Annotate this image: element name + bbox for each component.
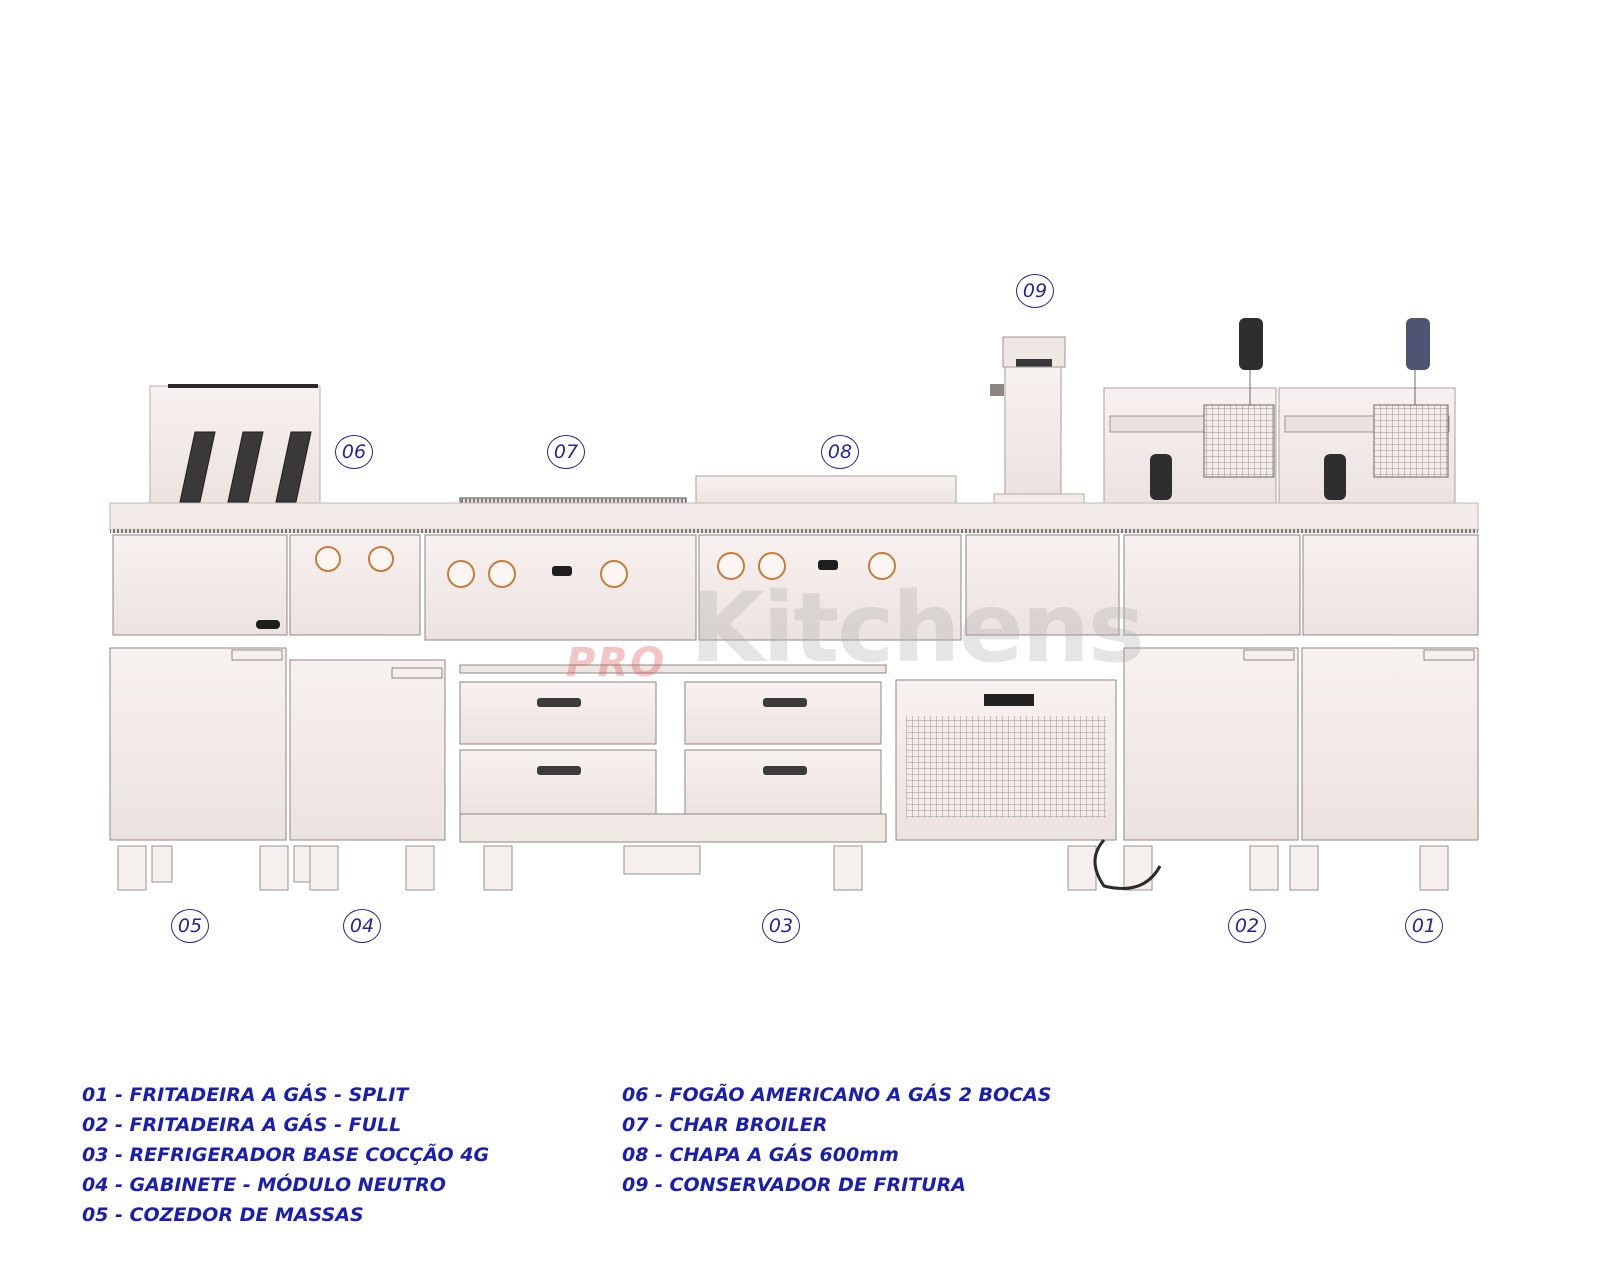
legend-item-08: 08 - CHAPA A GÁS 600mm xyxy=(622,1144,899,1166)
legend-item-09: 09 - CONSERVADOR DE FRITURA xyxy=(622,1174,966,1196)
legend-right: 06 - FOGÃO AMERICANO A GÁS 2 BOCAS 07 - … xyxy=(622,1080,1052,1200)
legend-item-04: 04 - GABINETE - MÓDULO NEUTRO xyxy=(82,1174,446,1196)
callout-04: 04 xyxy=(343,909,381,943)
cabinet-handles xyxy=(231,649,1475,679)
legend-item-07: 07 - CHAR BROILER xyxy=(622,1114,828,1136)
pasta-cooker-05 xyxy=(149,384,321,505)
control-panels xyxy=(112,534,1479,641)
callout-09: 09 xyxy=(1016,274,1054,308)
legend-item-02: 02 - FRITADEIRA A GÁS - FULL xyxy=(82,1114,402,1136)
legs xyxy=(117,845,1449,891)
refrigerator-drawers xyxy=(459,664,887,843)
legend-item-06: 06 - FOGÃO AMERICANO A GÁS 2 BOCAS xyxy=(622,1084,1052,1106)
knobs xyxy=(315,546,896,588)
callout-01: 01 xyxy=(1405,909,1443,943)
callout-06: 06 xyxy=(335,435,373,469)
counter-top xyxy=(109,502,1479,530)
callout-05: 05 xyxy=(171,909,209,943)
legend-item-01: 01 - FRITADEIRA A GÁS - SPLIT xyxy=(82,1084,409,1106)
lower-cabinets xyxy=(109,647,1479,841)
callout-02: 02 xyxy=(1228,909,1266,943)
griddle-splash xyxy=(695,475,957,507)
fry-holding-station xyxy=(990,336,1085,505)
legend-item-03: 03 - REFRIGERADOR BASE COCÇÃO 4G xyxy=(82,1144,490,1166)
callout-07: 07 xyxy=(547,435,585,469)
watermark-pro: PRO xyxy=(566,640,667,686)
callout-08: 08 xyxy=(821,435,859,469)
watermark-kitchens: Kitchens xyxy=(690,572,1145,684)
callout-03: 03 xyxy=(762,909,800,943)
fryers-top xyxy=(1103,318,1456,505)
legend-left: 01 - FRITADEIRA A GÁS - SPLIT 02 - FRITA… xyxy=(82,1080,489,1230)
legend-item-05: 05 - COZEDOR DE MASSAS xyxy=(82,1204,364,1226)
compressor-grille xyxy=(895,679,1117,841)
